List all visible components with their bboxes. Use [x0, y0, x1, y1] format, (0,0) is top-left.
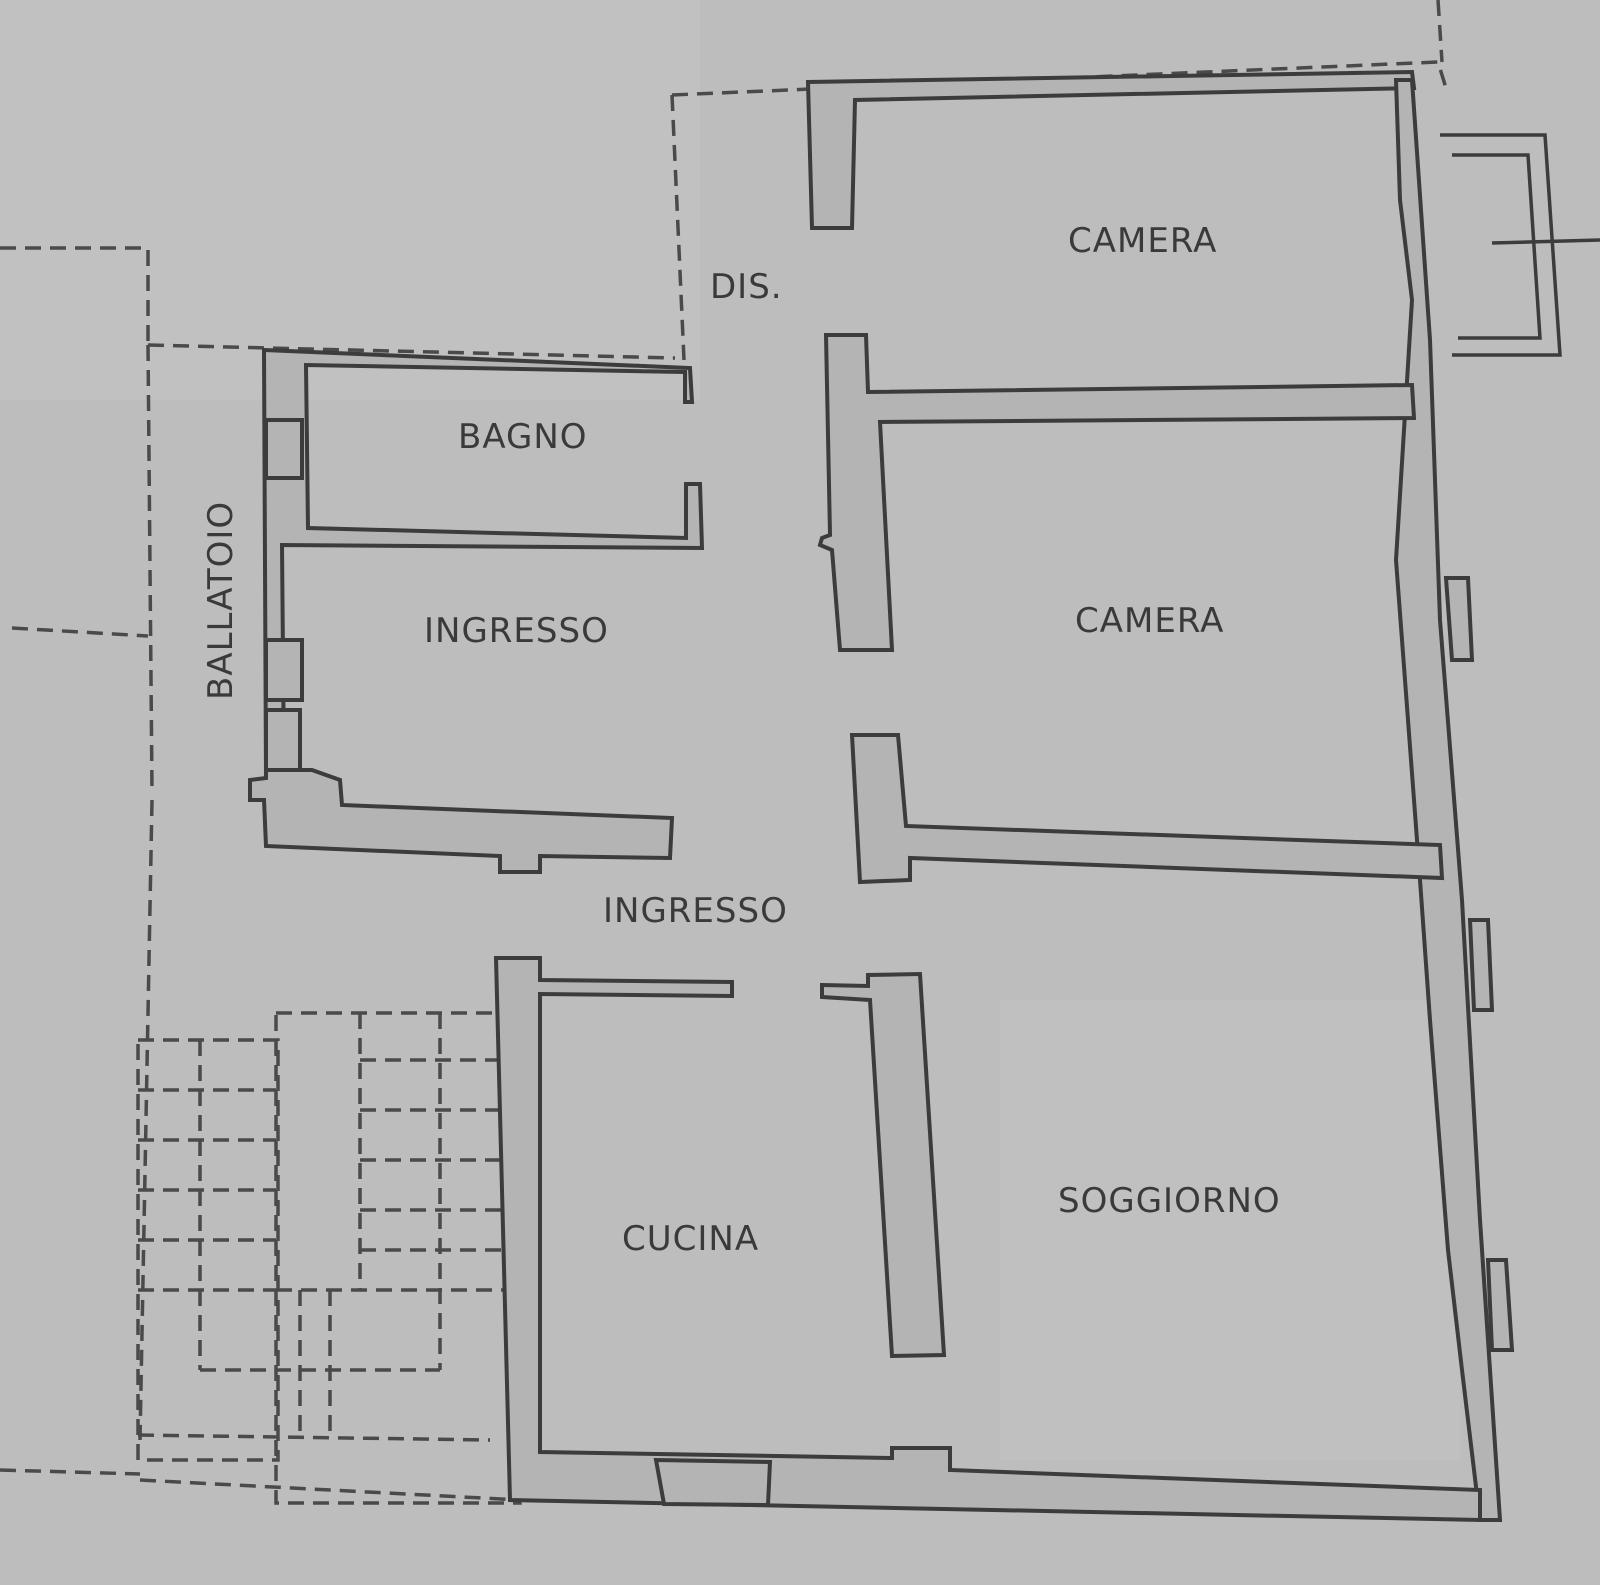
room-label-ballatoio: BALLATOIO — [201, 501, 241, 700]
paper-shade — [0, 0, 700, 400]
walls — [248, 69, 1600, 1523]
paper-shade-right — [1000, 1000, 1460, 1460]
room-label-camera-middle: CAMERA — [1075, 601, 1224, 641]
room-label-bagno: BAGNO — [458, 417, 588, 457]
room-label-dis: DIS. — [710, 267, 783, 307]
room-label-cucina: CUCINA — [622, 1219, 759, 1259]
room-label-ingresso-small: INGRESSO — [424, 611, 609, 651]
room-label-ingresso-main: INGRESSO — [603, 891, 788, 931]
staircase — [136, 1011, 522, 1505]
room-label-soggiorno: SOGGIORNO — [1058, 1181, 1281, 1221]
room-label-camera-top: CAMERA — [1068, 221, 1217, 261]
